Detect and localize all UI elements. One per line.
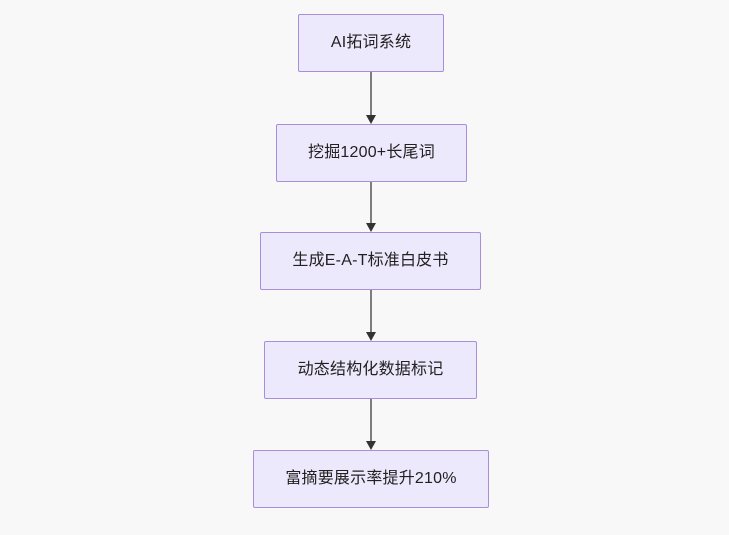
arrow-down-icon [366,115,376,124]
flowchart-node-generate-eat-whitepaper[interactable]: 生成E-A-T标准白皮书 [260,232,481,290]
flowchart-node-dynamic-structured-data-markup[interactable]: 动态结构化数据标记 [264,341,477,399]
connector-line [370,399,372,442]
flowchart-connector-3 [365,290,377,341]
arrow-down-icon [366,441,376,450]
connector-line [370,72,372,116]
flowchart-node-label: AI拓词系统 [330,34,412,52]
flowchart-connector-2 [365,182,377,232]
flowchart-node-label: 富摘要展示率提升210% [285,470,457,488]
flowchart-connector-4 [365,399,377,450]
arrow-down-icon [366,332,376,341]
flowchart-node-label: 生成E-A-T标准白皮书 [292,252,449,270]
connector-line [370,182,372,224]
flowchart-node-mine-longtail-keywords[interactable]: 挖掘1200+长尾词 [276,124,467,182]
flowchart-node-label: 挖掘1200+长尾词 [308,144,435,162]
flowchart-connector-1 [365,72,377,124]
flowchart-node-ai-keyword-system[interactable]: AI拓词系统 [298,14,444,72]
flowchart-node-rich-snippet-impression-uplift[interactable]: 富摘要展示率提升210% [253,450,489,508]
connector-line [370,290,372,333]
flowchart-node-label: 动态结构化数据标记 [297,361,444,379]
arrow-down-icon [366,223,376,232]
